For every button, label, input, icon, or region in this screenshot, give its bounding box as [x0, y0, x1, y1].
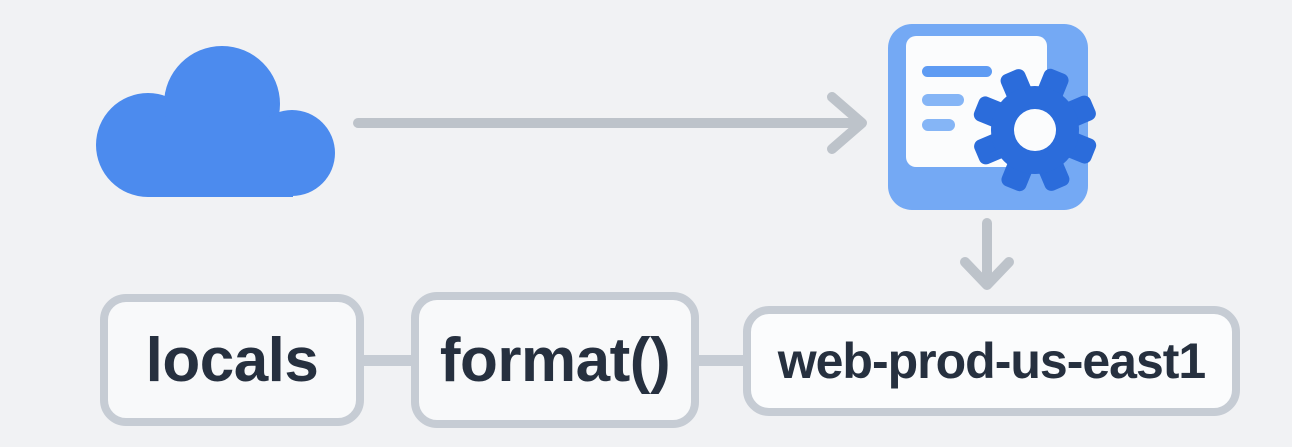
config-file-icon	[888, 24, 1097, 210]
connector-format-result	[693, 355, 748, 366]
result-name-node-label: web-prod-us-east1	[777, 333, 1207, 389]
format-function-node-label: format()	[439, 325, 671, 395]
cloud-icon	[96, 46, 335, 197]
result-name-node: web-prod-us-east1	[743, 306, 1240, 416]
format-function-node: format()	[411, 292, 699, 428]
arrow-right-icon	[353, 92, 867, 154]
locals-node: locals	[100, 294, 364, 426]
arrow-down-icon	[960, 218, 1014, 290]
document-text-lines	[922, 66, 992, 131]
gear-icon	[973, 68, 1097, 192]
connector-locals-format	[358, 355, 416, 366]
locals-node-label: locals	[145, 325, 319, 395]
